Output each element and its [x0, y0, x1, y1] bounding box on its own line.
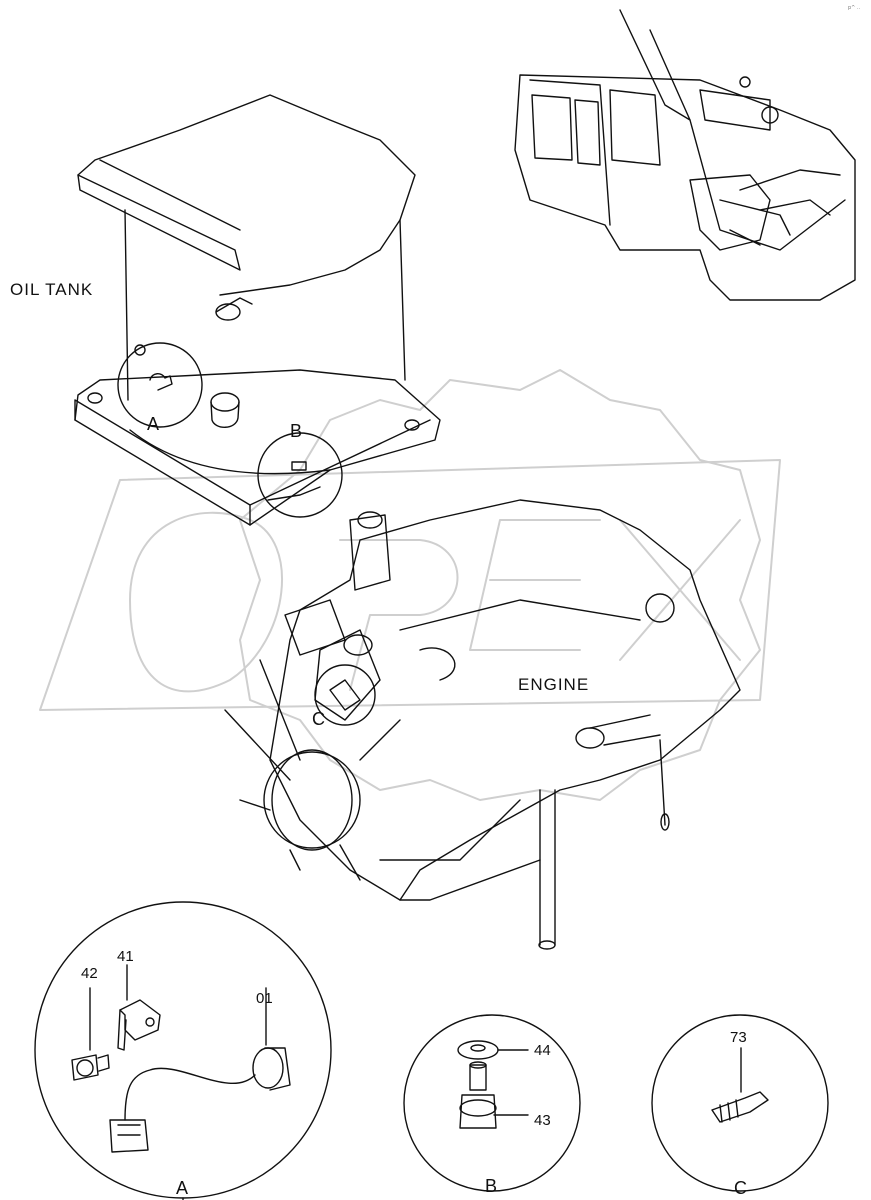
part-number-43: 43: [534, 1112, 551, 1129]
part-number-01: 01: [256, 990, 273, 1007]
part-number-73: 73: [730, 1029, 747, 1046]
callout-a-label: A: [147, 414, 160, 434]
engine-label: ENGINE: [518, 675, 590, 694]
part-number-42: 42: [81, 965, 98, 982]
page-mark: p^ ..: [848, 5, 861, 11]
detail-c-label: C: [734, 1178, 747, 1198]
oil-tank-label: OIL TANK: [10, 280, 94, 299]
detail-a: [34, 901, 332, 1200]
detail-c: [651, 1014, 829, 1192]
callout-b-label: B: [290, 421, 303, 441]
part-number-41: 41: [117, 948, 134, 965]
detail-a-label: A: [176, 1178, 189, 1198]
excavator-overview: [514, 9, 856, 301]
engine-drawing: [224, 499, 741, 950]
part-number-44: 44: [534, 1042, 551, 1059]
callout-c-label: C: [312, 709, 325, 729]
oil-tank-drawing: [74, 94, 441, 526]
watermark-logo: [39, 369, 781, 801]
detail-b-label: B: [485, 1176, 498, 1196]
detail-b: [403, 1014, 581, 1192]
